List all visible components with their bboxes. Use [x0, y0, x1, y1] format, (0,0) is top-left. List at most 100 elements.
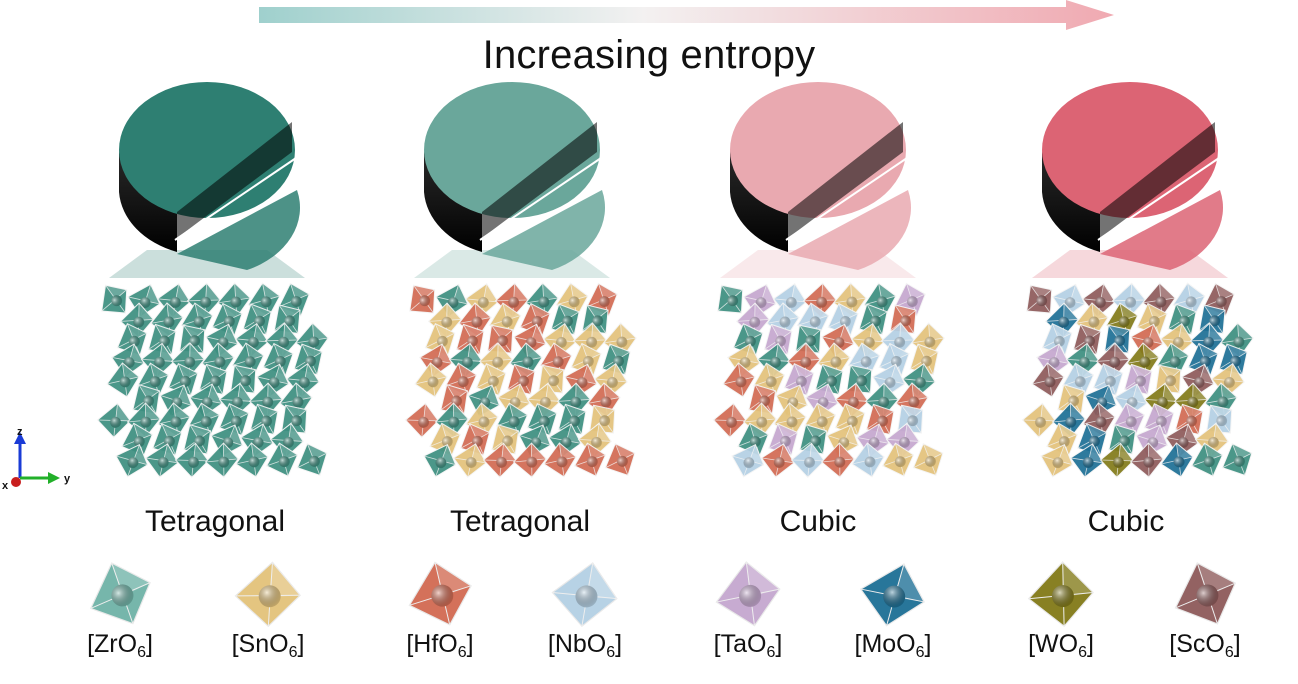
lattice-octahedron-icon	[756, 342, 791, 379]
lattice-octahedron-icon	[864, 382, 899, 419]
polyhedron-label: [SnO6]	[198, 630, 338, 662]
lattice-octahedron-icon	[116, 322, 148, 357]
octahedron-hf-icon	[408, 561, 472, 626]
lattice-octahedron-icon	[897, 404, 924, 434]
lattice-octahedron-icon	[1206, 404, 1233, 434]
polyhedron-label: [ScO6]	[1135, 630, 1275, 662]
lattice-octahedron-icon	[601, 343, 631, 376]
lattice-octahedron-icon	[265, 442, 299, 477]
lattice-octahedron-icon	[542, 322, 577, 358]
formula-subscript: 6	[915, 644, 925, 661]
lattice-octahedron-icon	[1021, 402, 1056, 439]
lattice-octahedron-icon	[846, 364, 873, 394]
formula-text: [MoO	[854, 630, 916, 658]
lattice-octahedron-icon	[249, 403, 279, 435]
sample-disk-3	[720, 82, 916, 278]
formula-text: [ZrO	[87, 630, 138, 658]
lattice-octahedron-icon	[799, 423, 828, 455]
lattice-octahedron-icon	[140, 342, 175, 379]
lattice-octahedron-icon	[423, 444, 457, 478]
octahedron-w-icon	[1027, 561, 1094, 628]
sample-disk-4	[1032, 82, 1228, 278]
lattice-octahedron-icon	[132, 383, 161, 415]
lattice-octahedron-icon	[885, 422, 920, 459]
lattice-octahedron-icon	[1095, 342, 1130, 379]
lattice-octahedron-icon	[174, 442, 209, 479]
formula-bracket: ]	[1233, 630, 1241, 658]
lattice-octahedron-icon	[834, 402, 866, 437]
lattice-octahedron-icon	[1081, 282, 1116, 318]
lattice-octahedron-icon	[1046, 422, 1078, 457]
lattice-octahedron-icon	[475, 362, 507, 397]
lattice-octahedron-icon	[1167, 303, 1197, 336]
axis-triad-icon	[11, 432, 60, 487]
crystal-lattice-4	[1021, 282, 1254, 479]
lattice-octahedron-icon	[1174, 403, 1204, 435]
lattice-octahedron-icon	[1160, 442, 1194, 478]
lattice-octahedron-icon	[204, 442, 239, 478]
structure-label-3: Cubic	[779, 505, 857, 538]
lattice-octahedron-icon	[1189, 322, 1225, 359]
lattice-octahedron-icon	[1092, 362, 1124, 397]
lattice-octahedron-icon	[296, 442, 328, 477]
formula-subscript: 6	[457, 644, 467, 661]
lattice-octahedron-icon	[865, 403, 895, 435]
formula-subscript: 6	[1078, 644, 1087, 661]
lattice-octahedron-icon	[526, 382, 561, 419]
lattice-octahedron-icon	[234, 322, 269, 358]
structure-label-2: Tetragonal	[449, 505, 591, 538]
lattice-octahedron-icon	[1194, 422, 1229, 459]
lattice-octahedron-icon	[1187, 342, 1219, 377]
formula-subscript: 6	[1224, 644, 1234, 661]
polyhedron-label: [HfO6]	[370, 630, 510, 662]
lattice-octahedron-icon	[211, 302, 243, 337]
lattice-octahedron-icon	[487, 324, 514, 354]
lattice-octahedron-icon	[409, 284, 436, 314]
lattice-octahedron-icon	[278, 282, 310, 317]
lattice-octahedron-icon	[881, 442, 915, 477]
z-axis-label: z	[17, 426, 23, 438]
lattice-octahedron-icon	[760, 443, 795, 478]
lattice-octahedron-icon	[218, 382, 253, 419]
lattice-octahedron-icon	[1123, 363, 1153, 395]
lattice-octahedron-icon	[414, 362, 448, 398]
formula-bracket: ]	[1086, 630, 1094, 658]
lattice-octahedron-icon	[586, 282, 618, 317]
lattice-octahedron-icon	[183, 423, 212, 455]
entropy-arrow	[259, 0, 1114, 30]
octahedron-zr-icon	[89, 562, 151, 625]
lattice-octahedron-icon	[235, 442, 269, 478]
formula-bracket: ]	[145, 630, 153, 658]
lattice-octahedron-icon	[506, 363, 536, 395]
lattice-octahedron-icon	[1040, 444, 1074, 478]
formula-subscript: 6	[288, 644, 298, 661]
lattice-octahedron-icon	[1026, 284, 1053, 314]
lattice-octahedron-icon	[577, 422, 612, 459]
lattice-octahedron-icon	[424, 322, 456, 357]
lattice-octahedron-icon	[850, 322, 885, 358]
formula-text: [HfO	[406, 630, 458, 658]
lattice-octahedron-icon	[1143, 382, 1178, 419]
lattice-octahedron-icon	[101, 284, 128, 314]
formula-text: [TaO	[713, 630, 767, 658]
formula-text: [ScO	[1169, 630, 1225, 658]
lattice-octahedron-icon	[452, 443, 487, 478]
lattice-octahedron-icon	[264, 322, 300, 359]
lattice-row	[96, 282, 1254, 479]
structure-label-4: Cubic	[1087, 505, 1165, 538]
lattice-octahedron-icon	[147, 323, 177, 355]
lattice-octahedron-icon	[1221, 442, 1253, 477]
lattice-octahedron-icon	[821, 323, 855, 358]
lattice-octahedron-icon	[1104, 324, 1131, 354]
sample-disk-1	[109, 82, 305, 278]
lattice-octahedron-icon	[731, 444, 765, 478]
lattice-octahedron-icon	[482, 442, 517, 479]
lattice-octahedron-icon	[242, 303, 272, 336]
formula-text: [NbO	[547, 630, 607, 658]
lattice-octahedron-icon	[795, 324, 822, 354]
lattice-octahedron-icon	[218, 402, 250, 437]
structure-label-1: Tetragonal	[144, 505, 286, 538]
lattice-octahedron-icon	[543, 442, 577, 478]
lattice-octahedron-icon	[717, 284, 744, 314]
lattice-octahedron-icon	[136, 362, 170, 397]
